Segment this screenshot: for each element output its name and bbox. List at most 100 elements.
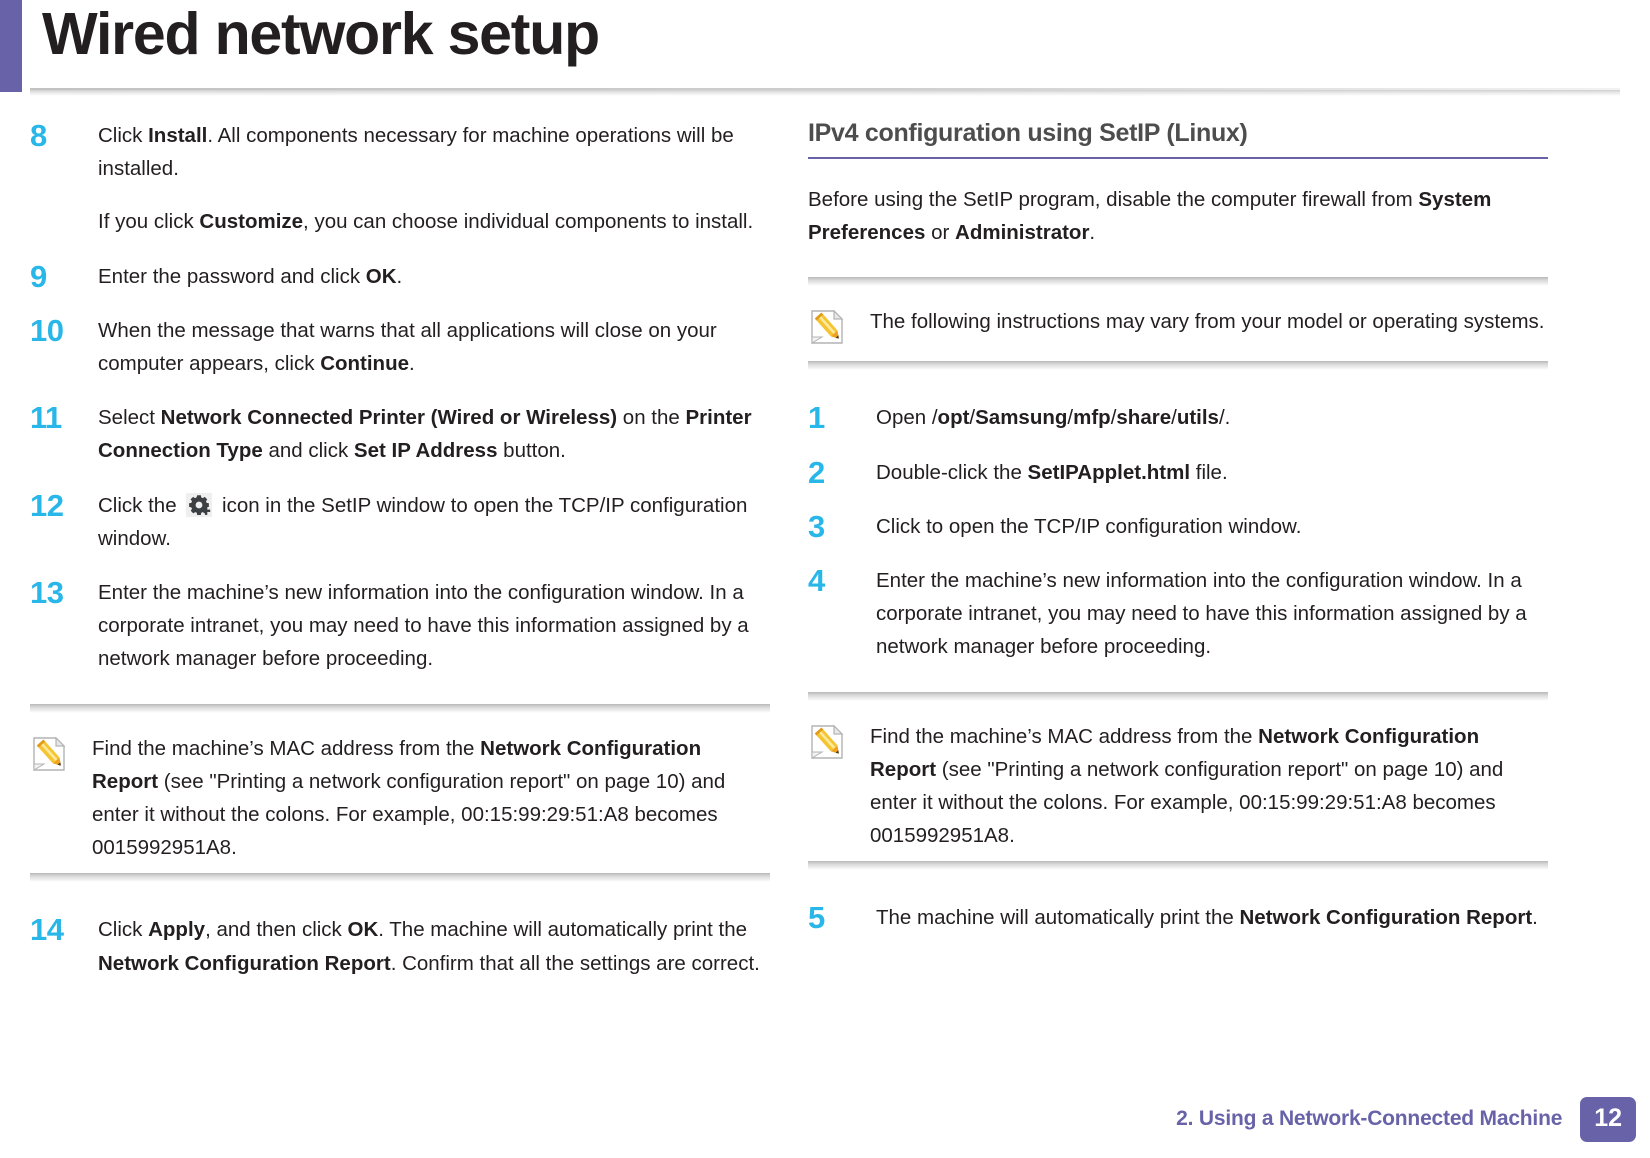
step-number: 13: [30, 575, 64, 611]
right-column: IPv4 configuration using SetIP (Linux) B…: [808, 118, 1548, 955]
step-14: 14 Click Apply, and then click OK. The m…: [30, 912, 770, 979]
step-8: 8 Click Install. All components necessar…: [30, 118, 770, 239]
step-bold-mfp: mfp: [1073, 406, 1111, 430]
intro-bold-system-preferences: System Preferences: [808, 188, 1492, 245]
step-text-part: Double-click the: [876, 460, 1028, 484]
step-number: 3: [808, 508, 825, 544]
step-text-part: /.: [1218, 406, 1231, 430]
step-bold-opt: opt: [937, 406, 970, 430]
page-title: Wired network setup: [42, 1, 600, 67]
step-number: 10: [30, 312, 64, 348]
step-number: 5: [808, 900, 825, 936]
step-number: 9: [30, 258, 47, 294]
step-body: Click Install. All components necessary …: [98, 118, 770, 239]
step-text-part: icon in the SetIP window to open the TCP…: [98, 493, 748, 550]
note-box-mac-address: Find the machine’s MAC address from the …: [30, 703, 770, 883]
step-text-part: . All components necessary for machine o…: [98, 124, 734, 181]
step-number: 8: [30, 118, 47, 153]
note-text: Find the machine’s MAC address from the …: [92, 732, 770, 865]
step-body: Select Network Connected Printer (Wired …: [98, 400, 770, 467]
step-bold-utils: utils: [1176, 406, 1219, 430]
footer-page-number: 12: [1580, 1096, 1636, 1142]
step-body: Enter the machine’s new information into…: [876, 569, 1527, 659]
step-subtext: If you click Customize, you can choose i…: [98, 205, 770, 238]
step-bold-continue: Continue: [320, 352, 410, 376]
step-bold-share: share: [1116, 406, 1172, 430]
step-text-part: button.: [497, 439, 566, 463]
step-5: 5 The machine will automatically print t…: [808, 900, 1548, 934]
step-number: 4: [808, 563, 825, 599]
step-3: 3 Click to open the TCP/IP configuration…: [808, 509, 1548, 543]
step-bold-network-configuration-report: Network Configuration Report: [1239, 906, 1533, 930]
note-text-part: Find the machine’s MAC address from the: [870, 724, 1259, 748]
step-bold-network-connected-printer: Network Connected Printer (Wired or Wire…: [160, 406, 618, 430]
section-heading: IPv4 configuration using SetIP (Linux): [808, 119, 1248, 147]
step-body: When the message that warns that all app…: [98, 313, 770, 380]
step-body: Enter the machine’s new information into…: [98, 581, 749, 671]
intro-text-part: or: [925, 221, 956, 245]
step-text-part: /: [1110, 406, 1117, 430]
step-text-part: Click: [98, 918, 149, 942]
step-text-part: If you click: [98, 210, 200, 234]
note-text-part: Find the machine’s MAC address from the: [92, 736, 481, 760]
note-pencil-icon: [808, 305, 870, 352]
step-2: 2 Double-click the SetIPApplet.html file…: [808, 455, 1548, 489]
step-body: The machine will automatically print the…: [876, 900, 1548, 934]
note-bold-network-configuration-report: Network Configuration Report: [870, 724, 1480, 781]
step-text-part: .: [1532, 906, 1538, 930]
step-body: Enter the password and click OK.: [98, 259, 770, 293]
step-bold-printer-connection-type: Printer Connection Type: [98, 406, 752, 463]
note-text: Find the machine’s MAC address from the …: [870, 720, 1548, 853]
step-text-part: file.: [1190, 460, 1228, 484]
note-pencil-icon: [30, 732, 92, 779]
note-text: The following instructions may vary from…: [870, 310, 1545, 334]
page-footer: 2. Using a Network-Connected Machine 12: [1176, 1096, 1636, 1142]
page-header: Wired network setup: [0, 0, 1650, 96]
step-bold-set-ip-address: Set IP Address: [353, 439, 498, 463]
step-text-part: .: [409, 352, 415, 376]
header-accent-bar: [0, 0, 22, 92]
step-text-part: , and then click: [205, 918, 348, 942]
note-bold-network-configuration-report: Network Configuration Report: [92, 736, 702, 793]
note-box-instructions-vary: The following instructions may vary from…: [808, 277, 1548, 371]
step-number: 11: [30, 400, 62, 436]
step-9: 9 Enter the password and click OK.: [30, 259, 770, 293]
step-1: 1 Open /opt/Samsung/mfp/share/utils/.: [808, 400, 1548, 434]
header-rule: [30, 90, 1620, 96]
step-number: 2: [808, 454, 825, 490]
step-text-part: The machine will automatically print the: [876, 906, 1240, 930]
step-text-part: When the message that warns that all app…: [98, 318, 717, 376]
step-body: Click Apply, and then click OK. The mach…: [98, 912, 770, 979]
step-bold-customize: Customize: [199, 210, 304, 234]
step-number: 1: [808, 400, 825, 436]
step-bold-setipapplet: SetIPApplet.html: [1027, 460, 1191, 484]
gear-plus-icon: [186, 492, 213, 517]
step-text-part: /: [969, 406, 976, 430]
step-13: 13 Enter the machine’s new information i…: [30, 575, 770, 676]
step-text-part: Select: [98, 406, 161, 430]
note-pencil-icon: [808, 720, 870, 767]
step-body: Click to open the TCP/IP configuration w…: [876, 514, 1302, 538]
step-number: 12: [30, 487, 64, 523]
step-bold-ok: OK: [347, 918, 379, 942]
step-4: 4 Enter the machine’s new information in…: [808, 563, 1548, 664]
step-text-part: Open /: [876, 406, 938, 430]
step-bold-install: Install: [148, 124, 208, 147]
intro-bold-administrator: Administrator: [955, 221, 1090, 245]
step-12: 12 Click the icon in the SetIP window to…: [30, 488, 770, 555]
left-column: 8 Click Install. All components necessar…: [30, 118, 770, 1000]
intro-text-part: Before using the SetIP program, disable …: [808, 188, 1419, 211]
step-text-part: on the: [617, 406, 686, 430]
step-body: Double-click the SetIPApplet.html file.: [876, 455, 1548, 489]
step-bold-ok: OK: [365, 264, 397, 288]
step-text-part: . Confirm that all the settings are corr…: [390, 951, 760, 975]
note-text-part: (see "Printing a network configuration r…: [870, 757, 1504, 848]
section-heading-rule: [808, 157, 1548, 159]
intro-paragraph: Before using the SetIP program, disable …: [808, 183, 1548, 249]
step-text-part: /: [1067, 406, 1074, 430]
step-text-part: Click the: [98, 493, 183, 517]
intro-text-part: .: [1089, 221, 1096, 245]
step-bold-samsung: Samsung: [975, 406, 1068, 430]
step-text-part: Click: [98, 124, 149, 147]
step-bold-network-configuration-report: Network Configuration Report: [98, 951, 391, 975]
